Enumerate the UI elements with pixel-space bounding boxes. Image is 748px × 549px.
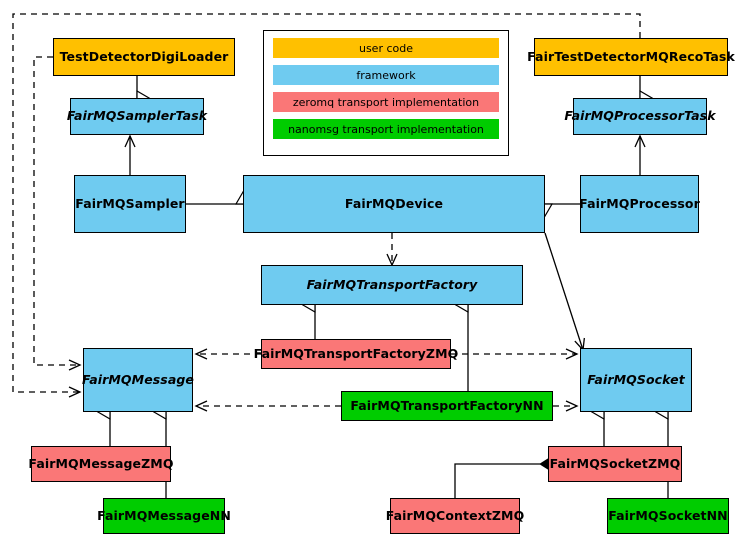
class-node-fairmqtransportfactorynn[interactable]: FairMQTransportFactoryNN <box>341 391 553 421</box>
class-node-fairmqmessage[interactable]: FairMQMessage <box>82 348 194 412</box>
class-node-fairmqmessagenn[interactable]: FairMQMessageNN <box>97 498 231 534</box>
edge-device-to-socket <box>544 232 586 352</box>
class-node-fairmqmessagezmq[interactable]: FairMQMessageZMQ <box>28 446 173 482</box>
class-node-fairmqcontextzmq[interactable]: FairMQContextZMQ <box>386 498 524 534</box>
class-node-fairtestdetectormqrecotask[interactable]: FairTestDetectorMQRecoTask <box>527 38 735 76</box>
edge-contextzmq-to-socketzmq <box>454 463 540 498</box>
class-node-fairmqsocketzmq[interactable]: FairMQSocketZMQ <box>548 446 682 482</box>
class-node-fairmqprocessortask[interactable]: FairMQProcessorTask <box>564 98 716 135</box>
class-node-testdetectordigiloader[interactable]: TestDetectorDigiLoader <box>53 38 235 76</box>
legend-item-framework: framework <box>273 65 499 85</box>
legend: user code framework zeromq transport imp… <box>263 30 509 156</box>
class-node-fairmqprocessor[interactable]: FairMQProcessor <box>579 175 700 233</box>
class-node-fairmqsamplertask[interactable]: FairMQSamplerTask <box>67 98 207 135</box>
legend-item-user-code: user code <box>273 38 499 58</box>
class-node-fairmqtransportfactory[interactable]: FairMQTransportFactory <box>261 265 523 305</box>
class-node-fairmqdevice[interactable]: FairMQDevice <box>243 175 545 233</box>
class-node-fairmqsocketnn[interactable]: FairMQSocketNN <box>607 498 729 534</box>
class-node-fairmqtransportfactoryzmq[interactable]: FairMQTransportFactoryZMQ <box>254 339 458 369</box>
class-node-fairmqsocket[interactable]: FairMQSocket <box>580 348 692 412</box>
class-node-fairmqsampler[interactable]: FairMQSampler <box>74 175 186 233</box>
legend-item-nanomsg: nanomsg transport implementation <box>273 119 499 139</box>
legend-item-zeromq: zeromq transport implementation <box>273 92 499 112</box>
